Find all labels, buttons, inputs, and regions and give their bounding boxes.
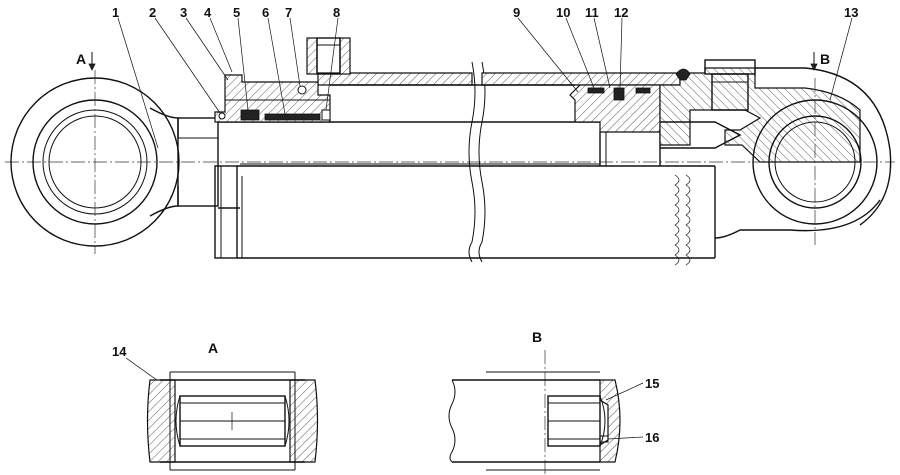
callout-3: 3 (180, 5, 187, 20)
leader-lines (117, 17, 853, 149)
section-indicator-b: B (810, 51, 830, 71)
view-a-title: A (208, 340, 218, 356)
detail-view-b: B 15 16 (448, 329, 659, 475)
gland (214, 74, 331, 123)
cap-end (659, 59, 892, 258)
callout-11: 11 (585, 5, 599, 20)
piston-rod (218, 121, 600, 209)
barrel-wall-right (481, 72, 681, 86)
barrel (237, 61, 715, 266)
callout-13: 13 (844, 5, 858, 20)
callout-5: 5 (233, 5, 240, 20)
section-b-mark: B (820, 51, 830, 67)
callout-16: 16 (645, 430, 659, 445)
callout-4: 4 (204, 5, 212, 20)
piston (569, 84, 661, 166)
callout-1: 1 (112, 5, 119, 20)
callout-9: 9 (513, 5, 520, 20)
detail-view-a: A 14 (112, 340, 319, 471)
section-indicator-a: A (76, 51, 96, 71)
gland-lower (214, 165, 238, 259)
callout-7: 7 (285, 5, 292, 20)
callout-10: 10 (556, 5, 570, 20)
section-a-mark: A (76, 51, 86, 67)
callout-2: 2 (149, 5, 156, 20)
callout-14: 14 (112, 344, 127, 359)
view-b-title: B (532, 329, 542, 345)
main-assembly: A B 1 2 3 4 5 (5, 5, 895, 266)
callout-12: 12 (614, 5, 628, 20)
barrel-wall-left (317, 72, 473, 86)
oil-port-left (306, 37, 351, 75)
callout-6: 6 (262, 5, 269, 20)
callout-8: 8 (333, 5, 340, 20)
callout-15: 15 (645, 376, 659, 391)
rod-eye (10, 70, 219, 254)
